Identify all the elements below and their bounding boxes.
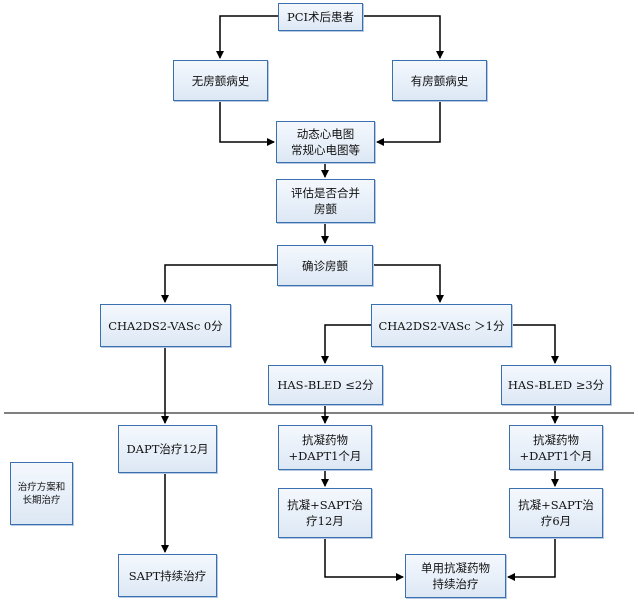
arrow-confirm-to-vasc-zero	[161, 264, 277, 303]
node-evaluate-af: 评估是否合并 房颤	[276, 179, 375, 223]
arrow-has-af-to-ecg	[376, 101, 441, 146]
node-pci-patient: PCI术后患者	[278, 3, 363, 31]
arrow-pci-to-has-af	[363, 15, 444, 59]
node-vasc-gt1: CHA2DS2-VASc ＞1分	[371, 304, 512, 347]
node-anticoag-sapt-12m: 抗凝+SAPT治 疗12月	[278, 488, 372, 538]
node-dapt-12m: DAPT治疗12月	[118, 425, 217, 473]
arrow-sapt12-to-single	[324, 538, 404, 581]
arrow-sapt6-to-single	[507, 538, 556, 581]
node-ecg: 动态心电图 常规心电图等	[276, 121, 375, 163]
arrow-no-af-to-ecg	[219, 101, 275, 146]
arrow-confirm-to-vasc-gt1	[373, 264, 444, 303]
node-anticoag-dapt1-right: 抗凝药物 +DAPT1个月	[509, 425, 603, 470]
node-hasbled-ge3: HAS-BLED ≥3分	[501, 365, 611, 405]
node-single-anticoag: 单用抗凝药物 持续治疗	[405, 554, 506, 598]
node-anticoag-dapt1-left: 抗凝药物 +DAPT1个月	[278, 425, 372, 470]
node-has-af-history: 有房颤病史	[392, 60, 487, 101]
node-no-af-history: 无房颤病史	[173, 60, 268, 101]
node-vasc-zero: CHA2DS2-VASc 0分	[100, 304, 231, 347]
node-anticoag-sapt-6m: 抗凝+SAPT治 疗6月	[509, 488, 603, 538]
label-treatment-plan: 治疗方案和 长期治疗	[10, 462, 73, 525]
arrow-vasc-gt1-to-hasbled-ge3	[512, 324, 559, 364]
node-sapt-continue: SAPT持续治疗	[118, 554, 217, 597]
node-hasbled-le2: HAS-BLED ≤2分	[268, 365, 383, 405]
arrow-vasc-gt1-to-hasbled-le2	[321, 324, 371, 364]
arrow-pci-to-no-af	[216, 15, 278, 59]
node-confirm-af: 确诊房颤	[277, 245, 373, 286]
